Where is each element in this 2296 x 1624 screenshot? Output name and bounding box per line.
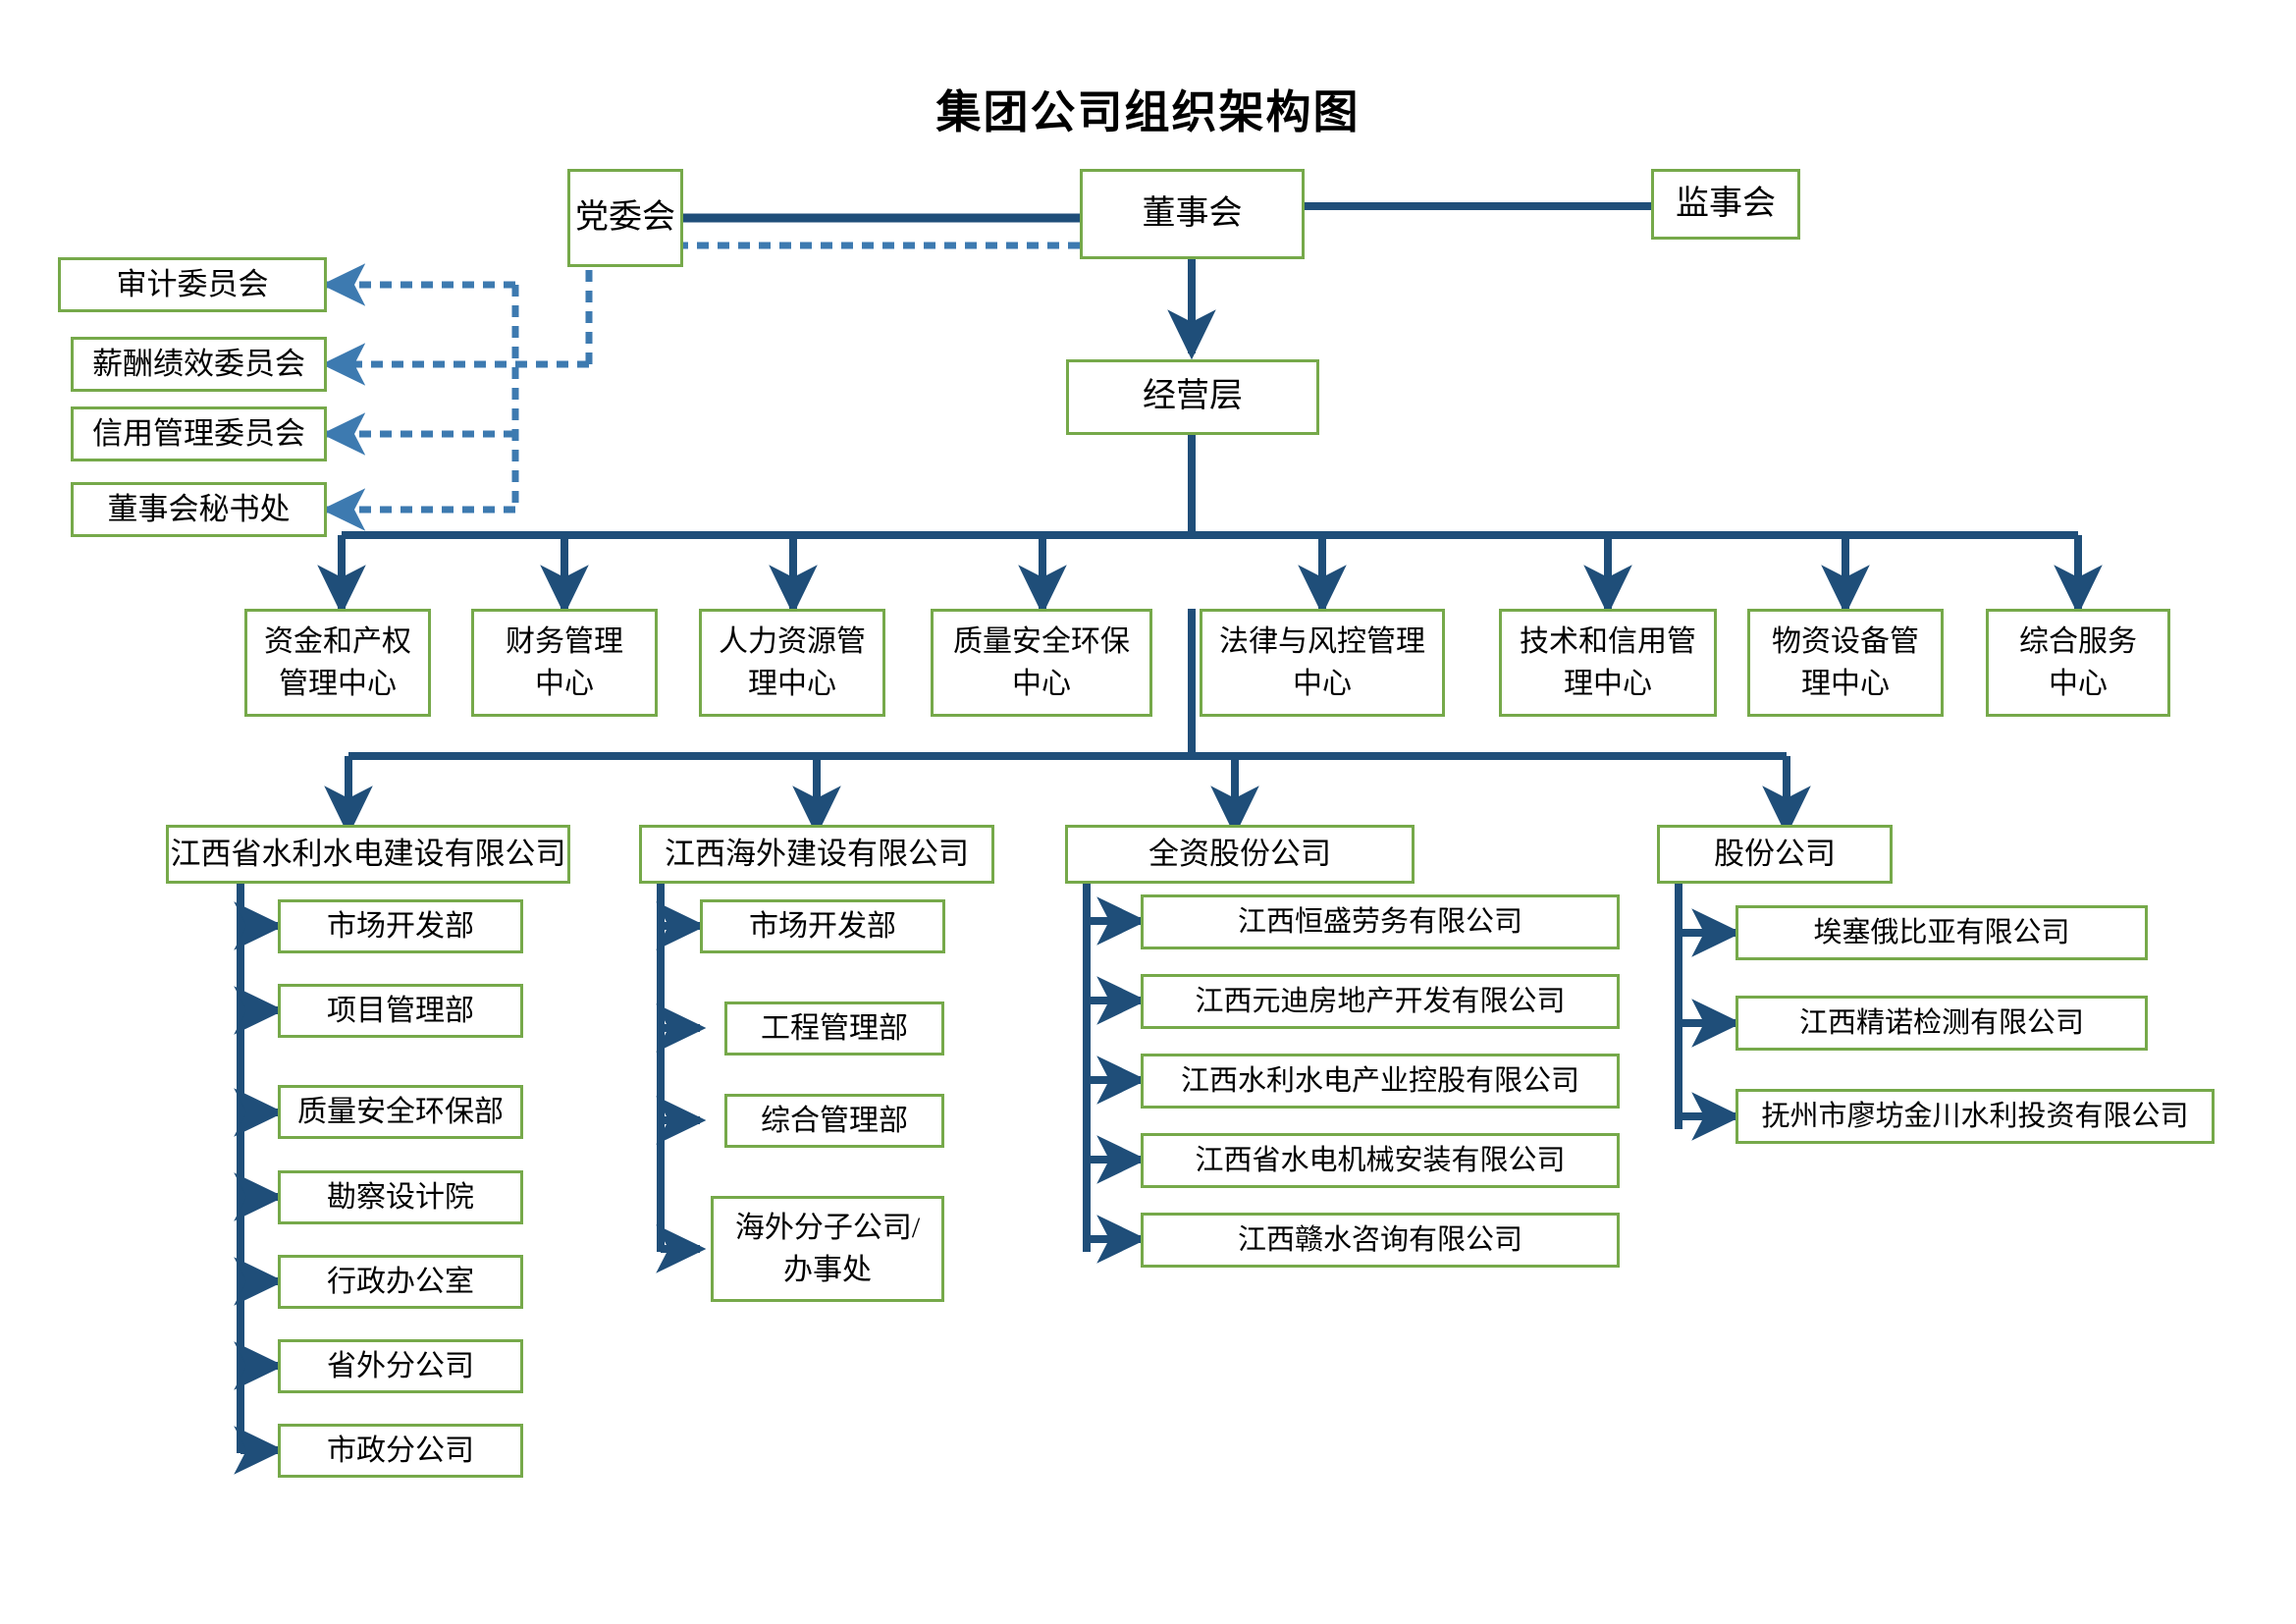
node-label: 股份公司	[1714, 836, 1836, 871]
node-label: 党委会	[575, 198, 675, 236]
node-management-center-5[interactable]: 法律与风控管理 中心	[1200, 609, 1445, 717]
node-g1-child-4[interactable]: 勘察设计院	[278, 1170, 523, 1224]
node-compensation-committee[interactable]: 薪酬绩效委员会	[71, 337, 327, 392]
node-g2-child-3[interactable]: 综合管理部	[724, 1094, 944, 1148]
node-label: 江西省水电机械安装有限公司	[1195, 1144, 1566, 1176]
node-supervisory-board[interactable]: 监事会	[1651, 169, 1800, 240]
node-g3-child-2[interactable]: 江西元迪房地产开发有限公司	[1141, 974, 1620, 1029]
node-label: 市场开发部	[327, 909, 474, 943]
node-management-center-2[interactable]: 财务管理 中心	[471, 609, 658, 717]
node-g2-child-1[interactable]: 市场开发部	[700, 899, 945, 953]
node-label: 省外分公司	[327, 1349, 474, 1382]
node-label: 质量安全环保 中心	[953, 624, 1130, 701]
node-label: 江西元迪房地产开发有限公司	[1195, 985, 1566, 1017]
node-label: 薪酬绩效委员会	[92, 346, 305, 381]
node-board-of-directors[interactable]: 董事会	[1080, 169, 1305, 259]
node-g1-child-7[interactable]: 市政分公司	[278, 1424, 523, 1478]
node-audit-committee[interactable]: 审计委员会	[58, 257, 327, 312]
node-g3-child-4[interactable]: 江西省水电机械安装有限公司	[1141, 1133, 1620, 1188]
node-g1-child-6[interactable]: 省外分公司	[278, 1339, 523, 1393]
node-label: 项目管理部	[327, 994, 474, 1027]
node-label: 江西赣水咨询有限公司	[1237, 1223, 1522, 1256]
node-label: 技术和信用管 理中心	[1520, 624, 1696, 701]
node-g1-child-3[interactable]: 质量安全环保部	[278, 1085, 523, 1139]
node-management-center-6[interactable]: 技术和信用管 理中心	[1499, 609, 1717, 717]
node-label: 行政办公室	[327, 1265, 474, 1298]
node-subsidiary-group-3[interactable]: 全资股份公司	[1065, 825, 1415, 884]
node-label: 抚州市廖坊金川水利投资有限公司	[1761, 1100, 2189, 1132]
node-board-secretariat[interactable]: 董事会秘书处	[71, 482, 327, 537]
node-credit-management-committee[interactable]: 信用管理委员会	[71, 406, 327, 461]
node-party-committee[interactable]: 党委会	[567, 169, 683, 267]
node-label: 物资设备管 理中心	[1772, 624, 1919, 701]
page-title: 集团公司组织架构图	[935, 87, 1361, 137]
node-subsidiary-group-1[interactable]: 江西省水利水电建设有限公司	[166, 825, 570, 884]
node-g1-child-5[interactable]: 行政办公室	[278, 1255, 523, 1309]
node-label: 综合服务 中心	[2019, 624, 2137, 701]
node-label: 市场开发部	[749, 909, 896, 943]
node-label: 资金和产权 管理中心	[264, 624, 411, 701]
node-label: 江西水利水电产业控股有限公司	[1180, 1064, 1579, 1097]
node-label: 江西海外建设有限公司	[665, 836, 969, 871]
node-g1-child-2[interactable]: 项目管理部	[278, 984, 523, 1038]
node-label: 江西精诺检测有限公司	[1798, 1006, 2084, 1039]
node-label: 经营层	[1143, 378, 1243, 415]
node-g2-child-2[interactable]: 工程管理部	[724, 1001, 944, 1056]
node-g3-child-1[interactable]: 江西恒盛劳务有限公司	[1141, 894, 1620, 949]
node-g4-child-1[interactable]: 埃塞俄比亚有限公司	[1735, 905, 2148, 960]
node-label: 综合管理部	[761, 1104, 908, 1137]
node-label: 法律与风控管理 中心	[1219, 624, 1425, 701]
node-label: 监事会	[1676, 185, 1776, 222]
node-management-center-8[interactable]: 综合服务 中心	[1986, 609, 2170, 717]
node-label: 江西省水利水电建设有限公司	[170, 836, 566, 871]
node-management-center-3[interactable]: 人力资源管 理中心	[699, 609, 885, 717]
node-label: 信用管理委员会	[92, 415, 305, 451]
node-label: 人力资源管 理中心	[719, 624, 866, 701]
node-g2-child-4[interactable]: 海外分子公司/ 办事处	[711, 1196, 944, 1302]
node-label: 财务管理 中心	[506, 624, 623, 701]
node-subsidiary-group-4[interactable]: 股份公司	[1657, 825, 1893, 884]
node-label: 市政分公司	[327, 1434, 474, 1467]
node-subsidiary-group-2[interactable]: 江西海外建设有限公司	[639, 825, 994, 884]
node-label: 江西恒盛劳务有限公司	[1237, 905, 1522, 938]
node-g3-child-3[interactable]: 江西水利水电产业控股有限公司	[1141, 1054, 1620, 1109]
node-label: 质量安全环保部	[297, 1095, 504, 1128]
node-label: 全资股份公司	[1148, 836, 1331, 871]
node-label: 海外分子公司/ 办事处	[734, 1211, 921, 1287]
node-label: 埃塞俄比亚有限公司	[1813, 916, 2070, 948]
node-management-layer[interactable]: 经营层	[1066, 359, 1319, 435]
node-g4-child-3[interactable]: 抚州市廖坊金川水利投资有限公司	[1735, 1089, 2215, 1144]
node-label: 董事会秘书处	[107, 491, 291, 526]
node-management-center-7[interactable]: 物资设备管 理中心	[1747, 609, 1944, 717]
node-management-center-1[interactable]: 资金和产权 管理中心	[244, 609, 431, 717]
node-g4-child-2[interactable]: 江西精诺检测有限公司	[1735, 996, 2148, 1051]
node-label: 董事会	[1142, 194, 1243, 232]
node-label: 工程管理部	[761, 1011, 908, 1045]
node-g1-child-1[interactable]: 市场开发部	[278, 899, 523, 953]
node-label: 审计委员会	[116, 266, 269, 301]
node-g3-child-5[interactable]: 江西赣水咨询有限公司	[1141, 1213, 1620, 1268]
node-management-center-4[interactable]: 质量安全环保 中心	[931, 609, 1152, 717]
node-label: 勘察设计院	[327, 1180, 474, 1214]
